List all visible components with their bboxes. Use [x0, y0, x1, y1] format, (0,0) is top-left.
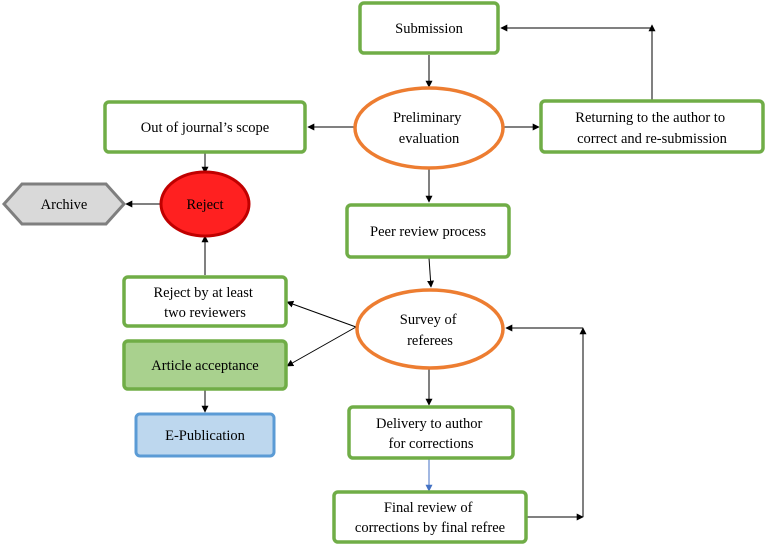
node-preliminary-evaluation: Preliminary evaluation [353, 86, 505, 170]
node-article-acceptance: Article acceptance [122, 339, 288, 391]
node-peer-review: Peer review process [345, 203, 511, 259]
node-epublication-label: E-Publication [165, 428, 245, 444]
arrow-survey-to-reject-two [286, 300, 357, 328]
node-acceptance-label: Article acceptance [151, 358, 258, 374]
node-reject-two-label: Reject by at least two reviewers [153, 285, 256, 321]
node-out-of-scope-label: Out of journal’s scope [141, 120, 269, 136]
connectors [125, 24, 656, 521]
node-returning-label: Returning to the author to correct and r… [575, 110, 728, 147]
node-out-of-scope: Out of journal’s scope [103, 100, 307, 154]
node-submission-label: Submission [395, 21, 463, 37]
arrow-peer-review-to-survey [427, 257, 435, 288]
node-delivery-label: Delivery to author for corrections [376, 416, 486, 452]
node-final-review: Final review of corrections by final ref… [332, 490, 528, 544]
node-delivery-to-author: Delivery to author for corrections [347, 405, 515, 460]
node-survey-label: Survey of referees [400, 312, 460, 349]
node-submission: Submission [358, 1, 500, 55]
node-reject-label: Reject [186, 197, 223, 213]
node-peer-review-label: Peer review process [370, 224, 486, 240]
arrow-survey-to-acceptance [286, 326, 357, 367]
node-reject-two-reviewers: Reject by at least two reviewers [122, 275, 288, 328]
arrow-returning-to-submission [500, 24, 653, 100]
node-epublication: E-Publication [134, 412, 276, 458]
node-archive-label: Archive [41, 197, 88, 213]
node-preliminary-label: Preliminary evaluation [393, 110, 465, 147]
node-final-review-label: Final review of corrections by final ref… [355, 500, 505, 536]
node-reject: Reject [159, 170, 251, 238]
node-survey-of-referees: Survey of referees [355, 288, 505, 370]
node-returning-to-author: Returning to the author to correct and r… [539, 99, 765, 154]
node-archive: Archive [1, 182, 127, 226]
